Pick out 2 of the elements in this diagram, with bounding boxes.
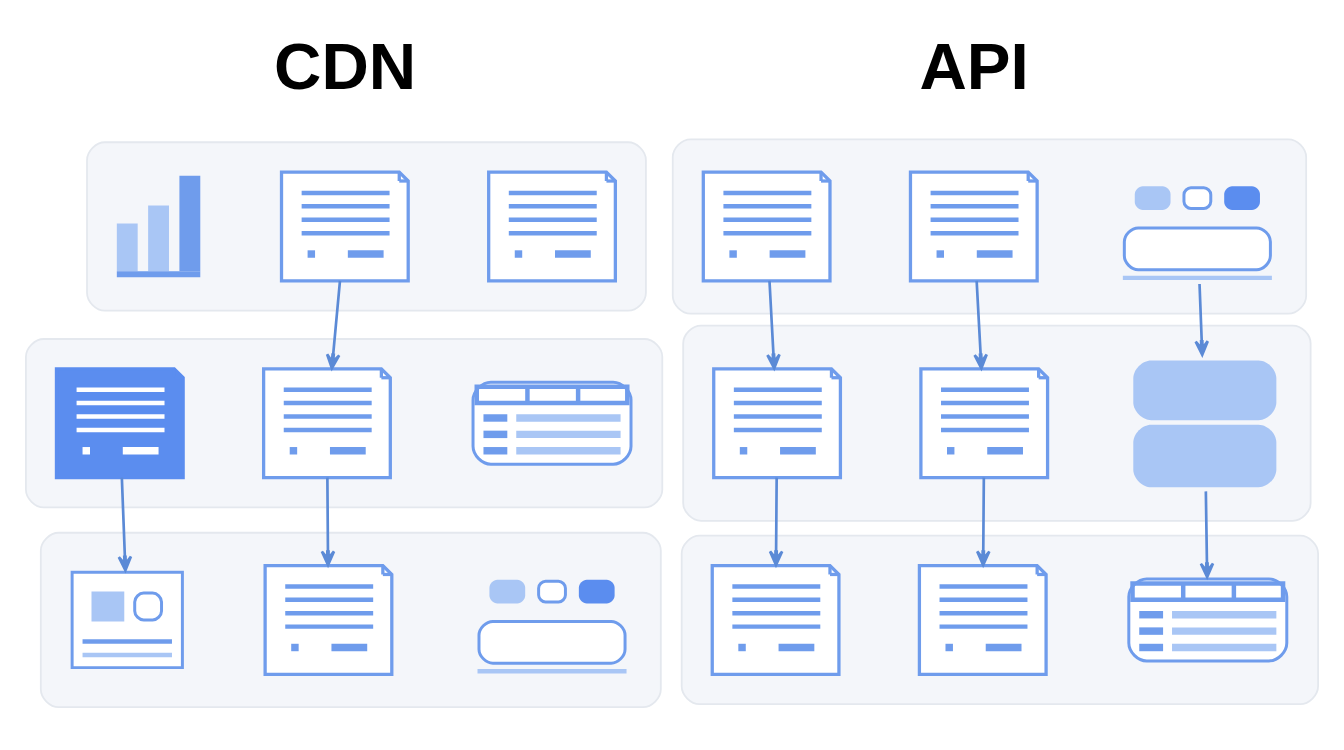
label: CDN bbox=[274, 29, 417, 103]
label: API bbox=[919, 29, 1029, 103]
